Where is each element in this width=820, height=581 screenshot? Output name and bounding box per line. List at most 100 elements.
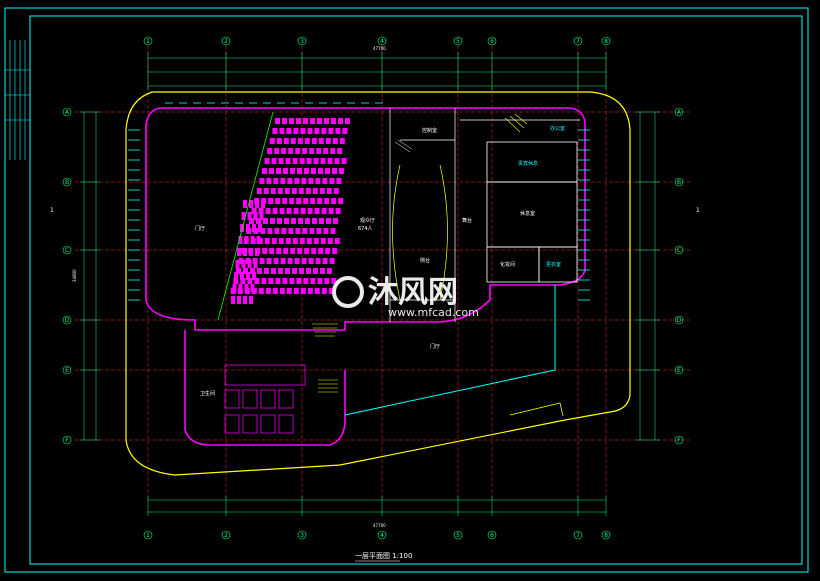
- seat-213: [324, 278, 330, 284]
- seat-175: [259, 258, 265, 264]
- seat-52: [320, 158, 326, 164]
- seat-149: [278, 238, 284, 244]
- svg-text:8: 8: [604, 38, 608, 45]
- seat-209: [296, 278, 302, 284]
- seat-219: [258, 288, 264, 294]
- seat-81: [263, 188, 269, 194]
- stair-1-icon: [312, 323, 338, 337]
- seat-231: [249, 200, 253, 208]
- seat-104: [338, 198, 344, 204]
- seat-128: [319, 218, 324, 224]
- overall-dim-bottom: 47700: [373, 523, 386, 528]
- svg-text:E: E: [65, 367, 69, 374]
- building-outer-wall: [125, 91, 631, 476]
- seat-3: [296, 118, 301, 124]
- drawing-title: 一层平面图 1:100: [355, 552, 412, 560]
- axis-bubble-row-B-left: B: [62, 177, 72, 187]
- seat-167: [304, 248, 310, 254]
- seat-59: [283, 168, 288, 174]
- axis-bubble-row-A-right: A: [674, 107, 684, 117]
- axis-bubble-col-1-top: 1: [143, 36, 153, 46]
- seat-77: [322, 178, 328, 184]
- seat-245: [256, 236, 261, 244]
- seat-148: [271, 238, 277, 244]
- seat-26: [297, 138, 303, 144]
- seat-50: [306, 158, 312, 164]
- seat-25: [290, 138, 296, 144]
- seat-122: [277, 218, 282, 224]
- seat-243: [244, 236, 249, 244]
- seat-56: [262, 168, 267, 174]
- seat-100: [310, 198, 316, 204]
- seat-98: [296, 198, 302, 204]
- seat-253: [253, 260, 258, 268]
- seat-233: [261, 200, 265, 208]
- seat-210: [303, 278, 309, 284]
- seat-33: [267, 148, 273, 154]
- seat-31: [332, 138, 338, 144]
- seat-139: [302, 228, 308, 234]
- svg-text:F: F: [677, 437, 681, 444]
- seat-79: [336, 178, 342, 184]
- seat-252: [247, 260, 252, 268]
- seat-207: [282, 278, 288, 284]
- seat-111: [293, 208, 299, 214]
- seat-230: [243, 200, 247, 208]
- seat-187: [243, 268, 248, 274]
- seat-197: [313, 268, 318, 274]
- seat-39: [309, 148, 315, 154]
- seat-126: [305, 218, 310, 224]
- seat-237: [259, 212, 264, 220]
- stair-4-icon: [394, 139, 413, 153]
- seat-246: [237, 248, 241, 256]
- seat-16: [307, 128, 313, 134]
- seat-232: [255, 200, 259, 208]
- seat-116: [328, 208, 334, 214]
- seat-109: [279, 208, 285, 214]
- section-mark-right: 1: [696, 207, 700, 214]
- seat-124: [291, 218, 296, 224]
- svg-text:4: 4: [380, 38, 384, 45]
- seat-46: [278, 158, 284, 164]
- seat-194: [292, 268, 297, 274]
- seat-256: [246, 272, 250, 280]
- seat-110: [286, 208, 292, 214]
- seat-24: [283, 138, 289, 144]
- svg-text:5: 5: [456, 38, 460, 45]
- seat-36: [288, 148, 294, 154]
- seat-6: [317, 118, 322, 124]
- seat-119: [256, 218, 261, 224]
- svg-text:A: A: [65, 109, 70, 116]
- seat-60: [290, 168, 295, 174]
- seat-155: [320, 238, 326, 244]
- window-strips: [128, 102, 590, 301]
- axis-bubble-row-D-left: D: [62, 315, 72, 325]
- seat-250: [235, 260, 240, 268]
- seat-78: [329, 178, 335, 184]
- seat-63: [311, 168, 316, 174]
- seat-65: [325, 168, 330, 174]
- seat-188: [250, 268, 255, 274]
- watermark-text: 沐风网: [368, 275, 458, 310]
- seat-195: [299, 268, 304, 274]
- room-label-toilet: 卫生间: [200, 390, 215, 397]
- seat-106: [258, 208, 264, 214]
- svg-text:2: 2: [224, 38, 228, 45]
- axis-bubble-row-B-right: B: [674, 177, 684, 187]
- seat-254: [234, 272, 238, 280]
- room-label-right-1: 贵宾休息: [518, 160, 538, 167]
- seat-53: [327, 158, 333, 164]
- seat-220: [265, 288, 271, 294]
- seat-257: [252, 272, 256, 280]
- axis-bubble-row-E-left: E: [62, 365, 72, 375]
- stage-area: [389, 108, 456, 322]
- seat-66: [332, 168, 337, 174]
- seat-29: [318, 138, 324, 144]
- seat-247: [243, 248, 247, 256]
- seat-94: [268, 198, 274, 204]
- room-label-stage: 舞台: [462, 217, 472, 224]
- seat-227: [314, 288, 320, 294]
- seat-161: [262, 248, 268, 254]
- facade-segment: [509, 402, 564, 417]
